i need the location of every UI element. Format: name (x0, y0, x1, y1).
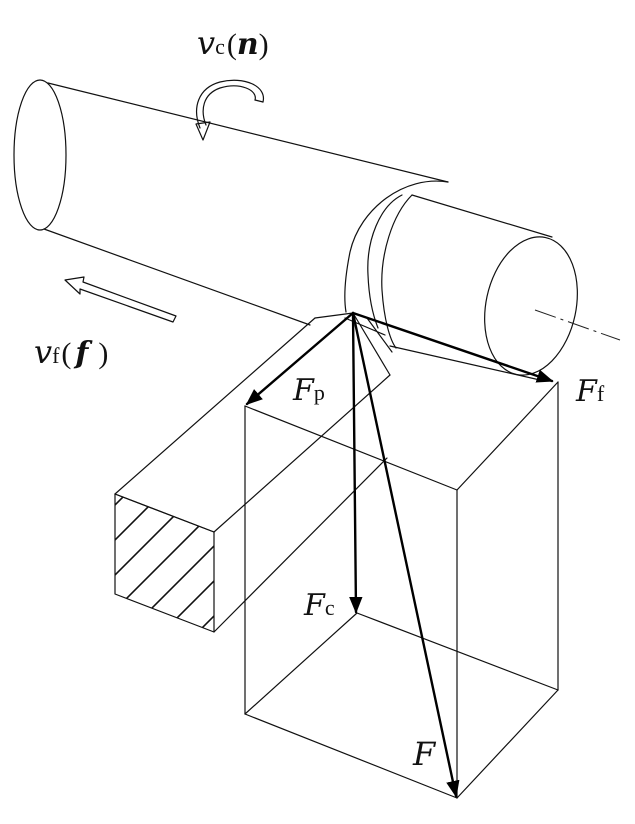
force-cutting-arrow (349, 311, 363, 614)
tool-cross-section (114, 493, 215, 633)
axis-centerline (534, 309, 621, 341)
force-resultant-label: F (412, 735, 437, 773)
force-vectors (245, 311, 554, 798)
force-box (244, 381, 559, 799)
cutting-speed-label: vc(n) (197, 24, 269, 62)
force-passive-label: Fp (292, 373, 325, 408)
cutting-tool (114, 312, 393, 633)
workpiece-right-end-face (484, 236, 578, 376)
workpiece-small-cylinder (381, 194, 621, 381)
workpiece-large-cylinder (13, 79, 449, 326)
force-feed-arrow (351, 311, 554, 383)
workpiece-left-end-face (13, 79, 67, 231)
feed-direction-arrow (64, 276, 177, 323)
force-passive-arrow (245, 311, 355, 406)
feed-speed-label: vf(f) (34, 333, 108, 371)
force-cutting-label: Fc (303, 588, 335, 623)
rotation-arrow (195, 79, 264, 141)
force-resultant-arrow (351, 311, 460, 798)
section-hatching (115, 494, 214, 632)
workpiece-shoulder (344, 180, 449, 329)
force-feed-label: Ff (575, 374, 605, 409)
